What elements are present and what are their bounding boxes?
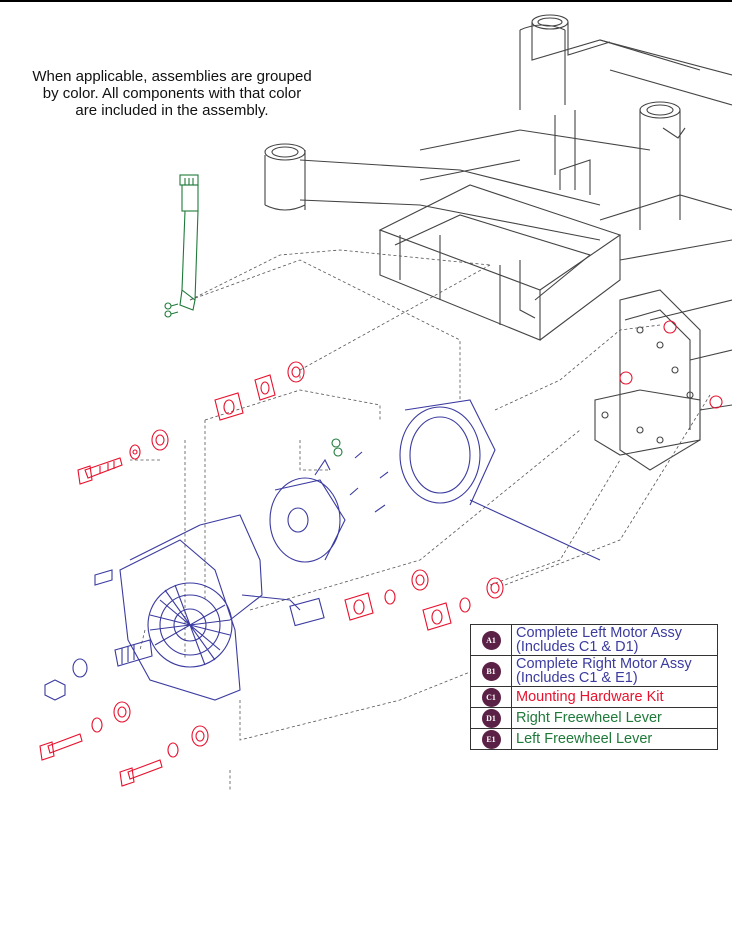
legend-row-e1: E1 Left Freewheel Lever [471,728,717,749]
note-line-1: When applicable, assemblies are grouped [32,68,312,85]
top-rule [0,0,732,2]
legend-a1-label: Complete Left Motor Assy [516,625,683,641]
legend-b1-sublabel: (Includes C1 & E1) [516,670,638,686]
assembly-color-note: When applicable, assemblies are grouped … [12,68,332,119]
note-line-2: by color. All components with that color [42,85,302,102]
badge-e1: E1 [481,729,501,749]
assembly-legend: A1 Complete Left Motor Assy (Includes C1… [470,624,718,750]
assembly-guide-lines [130,249,711,790]
legend-row-b1: B1 Complete Right Motor Assy (Includes C… [471,655,717,686]
legend-row-a1: A1 Complete Left Motor Assy (Includes C1… [471,625,717,655]
badge-b1: B1 [481,661,501,681]
legend-row-d1: D1 Right Freewheel Lever [471,707,717,728]
motor-assembly [44,399,601,701]
legend-a1-sublabel: (Includes C1 & D1) [516,639,639,655]
wheelchair-frame [264,14,732,471]
note-line-3: are included in the assembly. [75,102,269,119]
legend-e1-label: Left Freewheel Lever [516,731,653,747]
freewheel-lever [164,174,343,457]
badge-d1: D1 [481,708,501,728]
mounting-hardware [39,320,723,787]
badge-a1: A1 [481,630,501,650]
legend-b1-label: Complete Right Motor Assy [516,656,692,672]
legend-d1-label: Right Freewheel Lever [516,710,662,726]
legend-row-c1: C1 Mounting Hardware Kit [471,686,717,707]
badge-c1: C1 [481,687,501,707]
legend-c1-label: Mounting Hardware Kit [516,689,664,705]
